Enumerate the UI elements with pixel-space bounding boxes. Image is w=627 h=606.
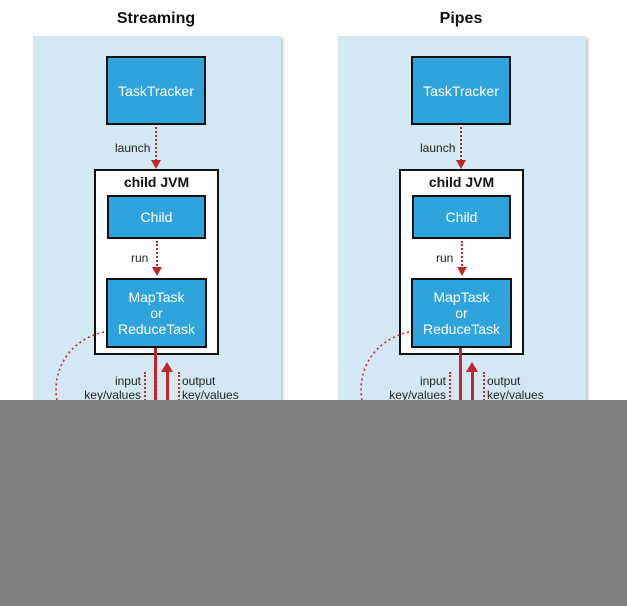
streaming-output-label: output key/values bbox=[182, 374, 239, 402]
pipes-tasktracker-box: TaskTracker bbox=[411, 56, 511, 125]
pipes-maptask-line3: ReduceTask bbox=[422, 321, 501, 337]
streaming-input-label: input key/values bbox=[71, 374, 141, 402]
streaming-run-arrow-line bbox=[156, 241, 158, 269]
streaming-launch-arrow-line bbox=[155, 127, 157, 161]
pipes-input-label: input key/values bbox=[376, 374, 446, 402]
streaming-panel: TaskTracker launch child JVM Child run M… bbox=[33, 36, 281, 438]
streaming-jvm-title: child JVM bbox=[123, 174, 190, 190]
streaming-child-jvm: child JVM Child run MapTask or ReduceTas… bbox=[94, 169, 219, 355]
pipes-maptask-box: MapTask or ReduceTask bbox=[411, 278, 512, 348]
pipes-child-jvm: child JVM Child run MapTask or ReduceTas… bbox=[399, 169, 524, 355]
streaming-child-box: Child bbox=[107, 195, 206, 239]
streaming-input-line1: input bbox=[114, 374, 141, 388]
pipes-title: Pipes bbox=[439, 10, 483, 27]
pipes-child-box: Child bbox=[412, 195, 511, 239]
streaming-maptask-line2: or bbox=[150, 305, 163, 321]
streaming-output-line2: key/values bbox=[182, 388, 239, 402]
pipes-maptask-line1: MapTask bbox=[433, 289, 490, 305]
streaming-launch-arrowhead-icon bbox=[151, 160, 161, 169]
pipes-run-arrow-line bbox=[461, 241, 463, 269]
pipes-run-arrowhead-icon bbox=[457, 267, 467, 276]
pipes-input-arrow-solid bbox=[459, 348, 462, 438]
pipes-output-line2: key/values bbox=[487, 388, 544, 402]
pipes-run-label: run bbox=[436, 251, 454, 265]
streaming-tasktracker-box: TaskTracker bbox=[106, 56, 206, 125]
pipes-jvm-title: child JVM bbox=[428, 174, 495, 190]
streaming-output-line1: output bbox=[182, 374, 216, 388]
streaming-input-line2: key/values bbox=[84, 388, 141, 402]
streaming-output-arrowhead-icon bbox=[161, 362, 173, 372]
streaming-title: Streaming bbox=[116, 10, 196, 27]
streaming-maptask-line3: ReduceTask bbox=[117, 321, 196, 337]
pipes-launch-label: launch bbox=[420, 141, 456, 155]
pipes-output-arrowhead-icon bbox=[466, 362, 478, 372]
streaming-maptask-line1: MapTask bbox=[128, 289, 185, 305]
streaming-run-label: run bbox=[131, 251, 149, 265]
pipes-launch-arrowhead-icon bbox=[456, 160, 466, 169]
pipes-maptask-line2: or bbox=[455, 305, 468, 321]
occluder-bottom-block bbox=[0, 400, 627, 606]
streaming-run-arrowhead-icon bbox=[152, 267, 162, 276]
streaming-maptask-box: MapTask or ReduceTask bbox=[106, 278, 207, 348]
pipes-input-line2: key/values bbox=[389, 388, 446, 402]
pipes-panel: TaskTracker launch child JVM Child run M… bbox=[338, 36, 586, 438]
pipes-output-label: output key/values bbox=[487, 374, 544, 402]
pipes-launch-arrow-line bbox=[460, 127, 462, 161]
streaming-input-arrow-solid bbox=[154, 348, 157, 438]
pipes-curved-dotted-arrow bbox=[360, 331, 410, 427]
pipes-output-line1: output bbox=[487, 374, 521, 388]
streaming-launch-label: launch bbox=[115, 141, 151, 155]
streaming-curved-dotted-arrow bbox=[55, 331, 105, 427]
pipes-input-line1: input bbox=[419, 374, 446, 388]
